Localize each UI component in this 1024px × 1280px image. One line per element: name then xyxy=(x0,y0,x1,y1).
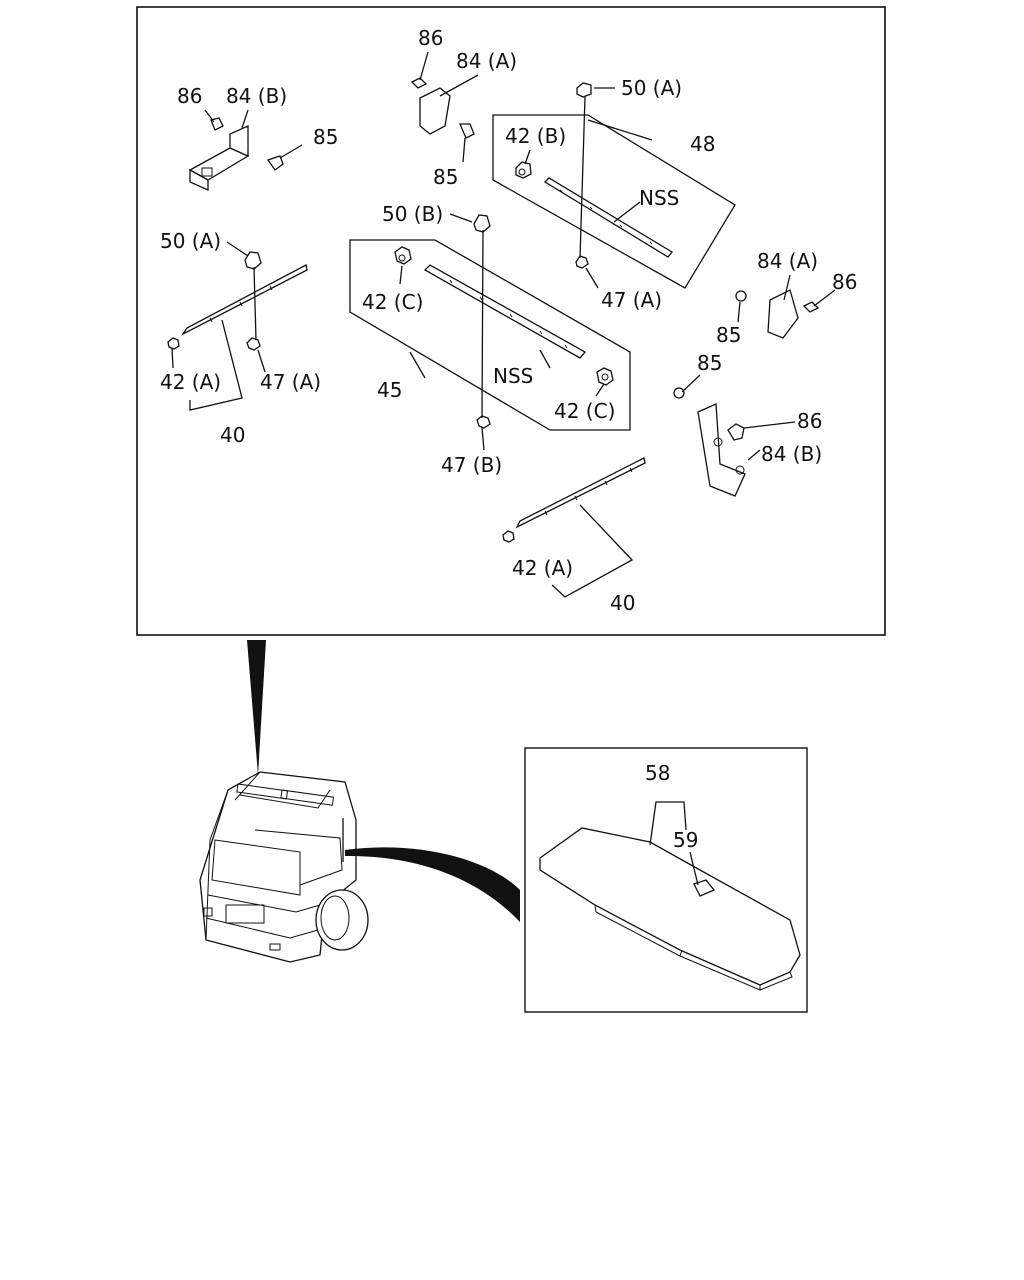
callout-40-bottom: 40 xyxy=(610,591,635,615)
callout-58: 58 xyxy=(645,761,670,785)
callout-45: 45 xyxy=(377,378,402,402)
truck-cab-overview xyxy=(199,771,369,963)
clip-42c-left xyxy=(394,246,412,265)
callout-47b: 47 (B) xyxy=(441,453,502,477)
callout-42b: 42 (B) xyxy=(505,124,566,148)
leader-40-bottom xyxy=(551,504,634,598)
callout-59: 59 xyxy=(673,828,698,852)
leader-59 xyxy=(689,851,699,886)
bracket-84a-right xyxy=(735,289,820,339)
callout-86-right: 86 xyxy=(832,270,857,294)
clip-50a-left xyxy=(244,251,262,270)
bracket-84b-top-left xyxy=(188,117,284,192)
callout-42c-right: 42 (C) xyxy=(554,399,615,423)
callout-42a-bottom: 42 (A) xyxy=(512,556,573,580)
callout-86-top: 86 xyxy=(418,26,443,50)
leader-lines xyxy=(171,51,836,461)
fastener-line-left xyxy=(253,266,257,341)
callout-86-right-lower: 86 xyxy=(797,409,822,433)
pointer-inset xyxy=(345,847,520,922)
group-box-48 xyxy=(492,114,736,289)
clip-47a-left xyxy=(246,337,261,351)
callout-42c-left: 42 (C) xyxy=(362,290,423,314)
callout-nss-mid: NSS xyxy=(493,364,533,388)
callout-50a-top: 50 (A) xyxy=(621,76,682,100)
strip-48 xyxy=(543,177,673,258)
callout-40-left: 40 xyxy=(220,423,245,447)
clip-50b xyxy=(473,214,491,233)
callout-47a-left: 47 (A) xyxy=(260,370,321,394)
main-detail-frame xyxy=(136,6,886,636)
callout-84a-top: 84 (A) xyxy=(456,49,517,73)
callout-85-top: 85 xyxy=(433,165,458,189)
clip-42a-left xyxy=(167,337,180,350)
fastener-line-top xyxy=(579,96,586,259)
strip-40-left xyxy=(181,264,308,336)
leader-58 xyxy=(649,801,687,846)
callout-85-right: 85 xyxy=(716,323,741,347)
callout-84b-right: 84 (B) xyxy=(761,442,822,466)
callout-47a-top: 47 (A) xyxy=(601,288,662,312)
strip-45 xyxy=(423,264,586,359)
callout-nss-top: NSS xyxy=(639,186,679,210)
clip-42a-bottom xyxy=(502,530,515,543)
callout-50a-left: 50 (A) xyxy=(160,229,221,253)
strip-40-bottom xyxy=(515,457,646,529)
callout-85-top-left: 85 xyxy=(313,125,338,149)
bracket-84a-top xyxy=(410,77,475,139)
pad-part-58 xyxy=(539,827,801,991)
callout-85-right-lower: 85 xyxy=(697,351,722,375)
leader-40-left xyxy=(189,319,243,411)
callout-42a-left: 42 (A) xyxy=(160,370,221,394)
fastener-line-mid xyxy=(481,229,484,419)
callout-labels: 86 84 (B) 85 86 84 (A) 85 50 (A) 42 (B) … xyxy=(160,26,857,852)
callout-50b: 50 (B) xyxy=(382,202,443,226)
callout-48: 48 xyxy=(690,132,715,156)
clip-47a-top xyxy=(575,255,589,269)
callout-84a-right: 84 (A) xyxy=(757,249,818,273)
clip-47b xyxy=(476,415,491,429)
callout-86-top-left: 86 xyxy=(177,84,202,108)
callout-84b-top-left: 84 (B) xyxy=(226,84,287,108)
clip-42b xyxy=(515,161,532,179)
clip-42c-right xyxy=(596,367,614,386)
bracket-84b-right xyxy=(673,387,746,497)
inset-frame xyxy=(524,747,808,1013)
group-box-45 xyxy=(349,239,631,431)
clip-50a-top xyxy=(576,82,592,98)
pointer-main-detail xyxy=(247,640,266,775)
